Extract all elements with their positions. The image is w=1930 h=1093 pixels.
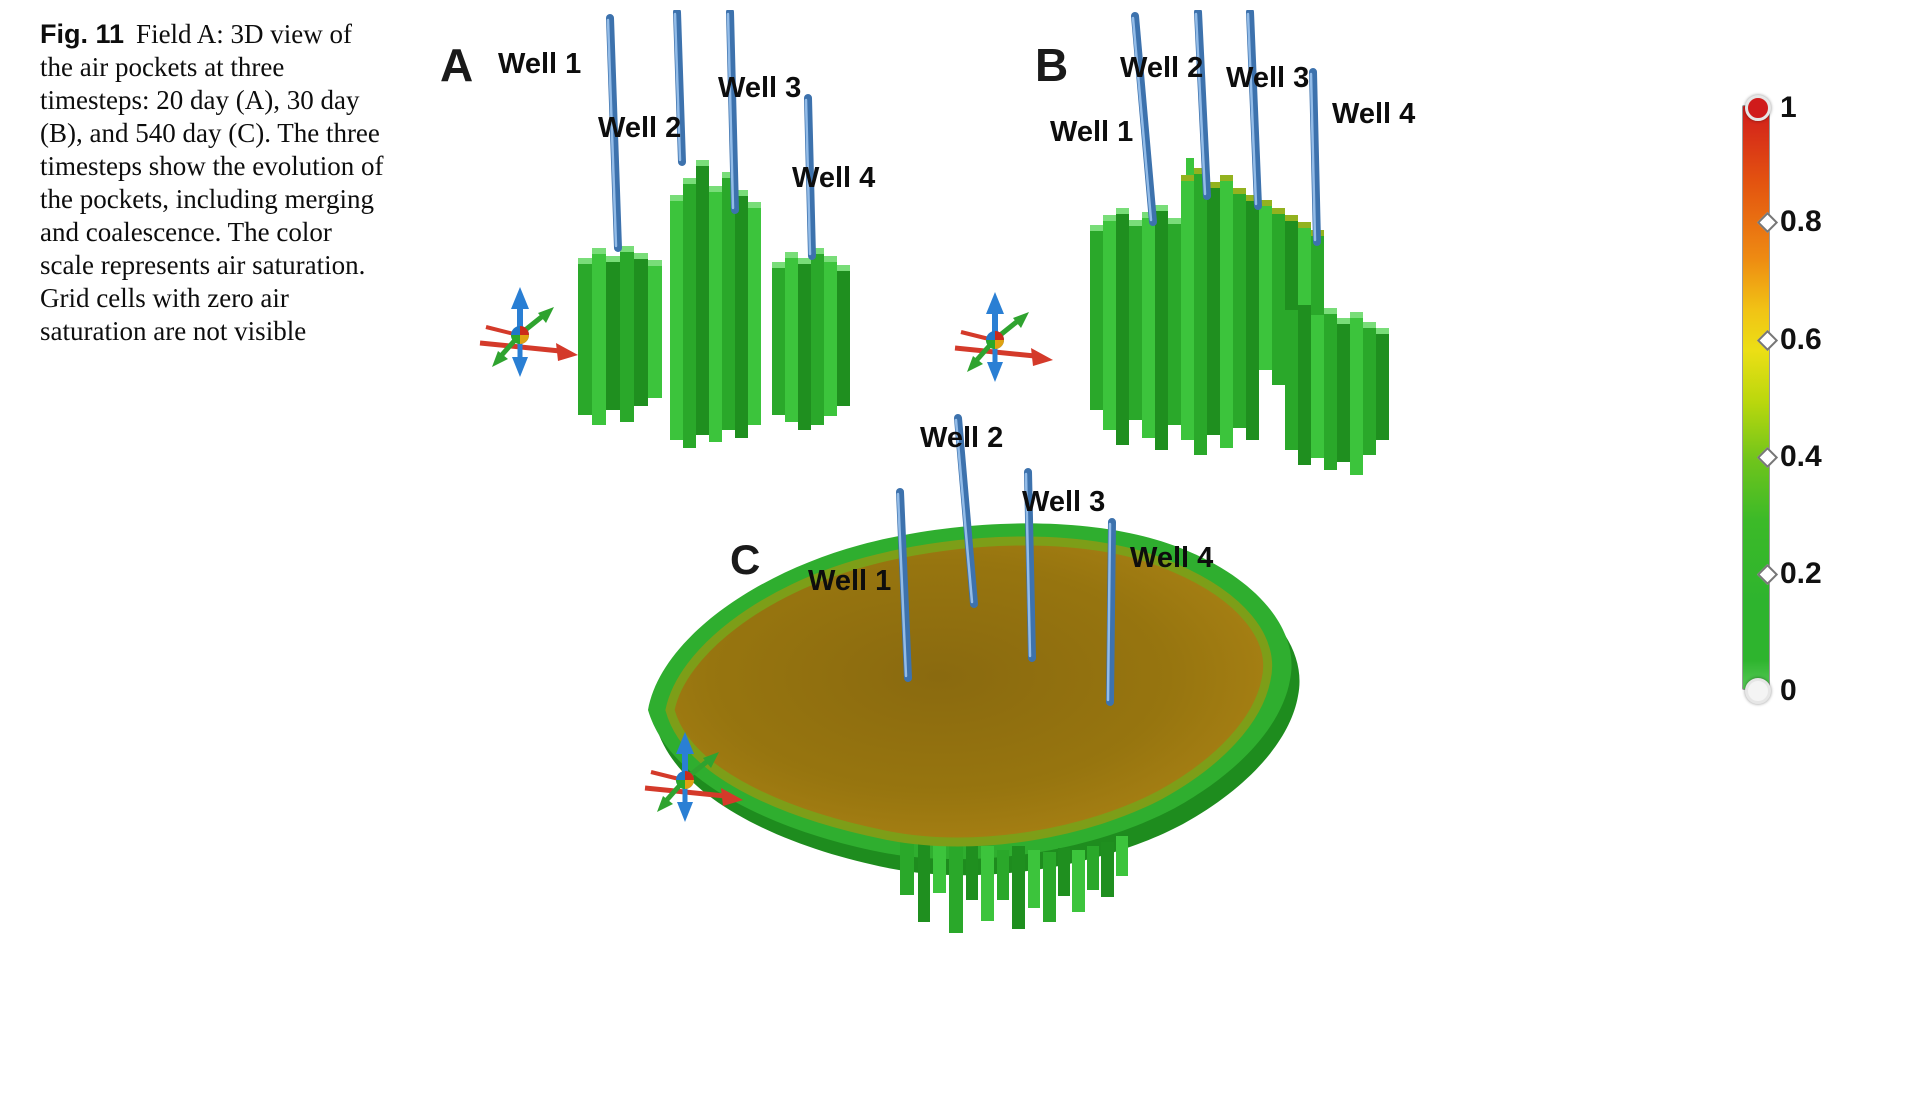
panel-c-letter: C [730,536,761,583]
panel-b-well-2-label: Well 2 [1120,52,1204,84]
figure-caption-text: Field A: 3D view of the air pockets at t… [40,19,384,346]
panel-b: B Well 1 Well 2 Well 3 Well 4 [940,10,1460,490]
hanging-columns [900,835,1128,933]
orientation-axes-icon [955,292,1053,382]
well-1-line [1131,12,1157,226]
figure-label: Fig. 11 [40,19,125,49]
well-2-line [673,10,686,166]
colorbar: 1 0.8 0.6 0.4 0.2 0 [1738,91,1868,742]
well-3-line [726,10,739,214]
air-pocket-cluster [772,248,850,430]
panel-c-well-4-label: Well 4 [1130,542,1214,574]
panel-b-letter: B [1035,39,1069,91]
orientation-axes-icon [480,287,578,377]
panel-c-rendering [600,414,1300,933]
colorbar-tick-label: 0.2 [1780,557,1822,590]
air-pocket-cluster [670,160,761,448]
panel-a-well-3-label: Well 3 [718,72,802,104]
panel-c-well-1-label: Well 1 [808,565,892,597]
well-4-line [1106,518,1116,706]
well-2-line [1194,10,1211,200]
well-3-line [1024,468,1036,662]
air-pocket-cluster [578,246,662,425]
panel-c: C Well 1 Well 2 Well 3 Well 4 [600,380,1360,940]
colorbar-tick-label: 0 [1780,674,1797,707]
colorbar-tick-label: 0.4 [1780,440,1822,473]
air-pocket-cluster [1090,205,1181,450]
panel-a-well-2-label: Well 2 [598,112,682,144]
panel-b-well-4-label: Well 4 [1332,98,1416,130]
panel-a-letter: A [440,39,474,91]
panel-b-well-1-label: Well 1 [1050,116,1134,148]
panel-b-rendering [940,10,1389,475]
colorbar-tick-label: 0.6 [1780,323,1822,356]
well-3-line [1246,10,1262,210]
colorbar-max-handle-icon [1745,95,1771,121]
well-4-line [1309,68,1321,246]
well-1-line [896,488,912,682]
air-pocket-cluster [1285,305,1389,475]
panel-a: A Well 1 Well 2 Well 3 Well 4 [430,10,910,470]
well-2-line [954,414,978,608]
well-4-line [804,94,816,260]
panel-c-well-2-label: Well 2 [920,422,1004,454]
air-pocket-cluster [1181,158,1259,455]
colorbar-tick-label: 0.8 [1780,205,1822,238]
colorbar-min-handle-icon [1745,678,1771,704]
panel-a-well-4-label: Well 4 [792,162,876,194]
panel-b-well-3-label: Well 3 [1226,62,1310,94]
well-1-line [606,14,622,252]
colorbar-gradient [1742,105,1770,690]
panel-c-well-3-label: Well 3 [1022,486,1106,518]
panel-a-well-1-label: Well 1 [498,48,582,80]
pocket-top-surface [665,536,1273,847]
colorbar-tick-label: 1 [1780,91,1797,124]
panel-a-rendering [430,10,850,448]
